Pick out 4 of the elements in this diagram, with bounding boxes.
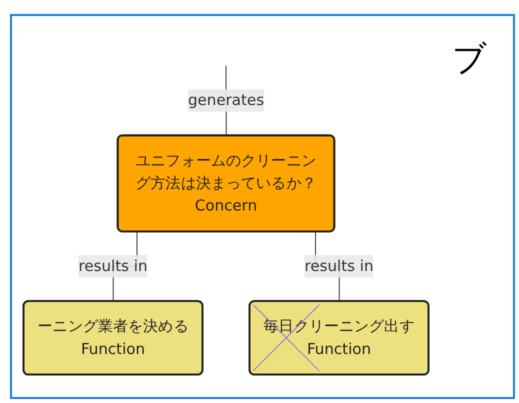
edge-label: results in xyxy=(78,256,148,275)
edge-label: results in xyxy=(304,256,374,275)
edge-label: generates xyxy=(188,91,264,110)
heading-text: ブ xyxy=(452,38,487,81)
